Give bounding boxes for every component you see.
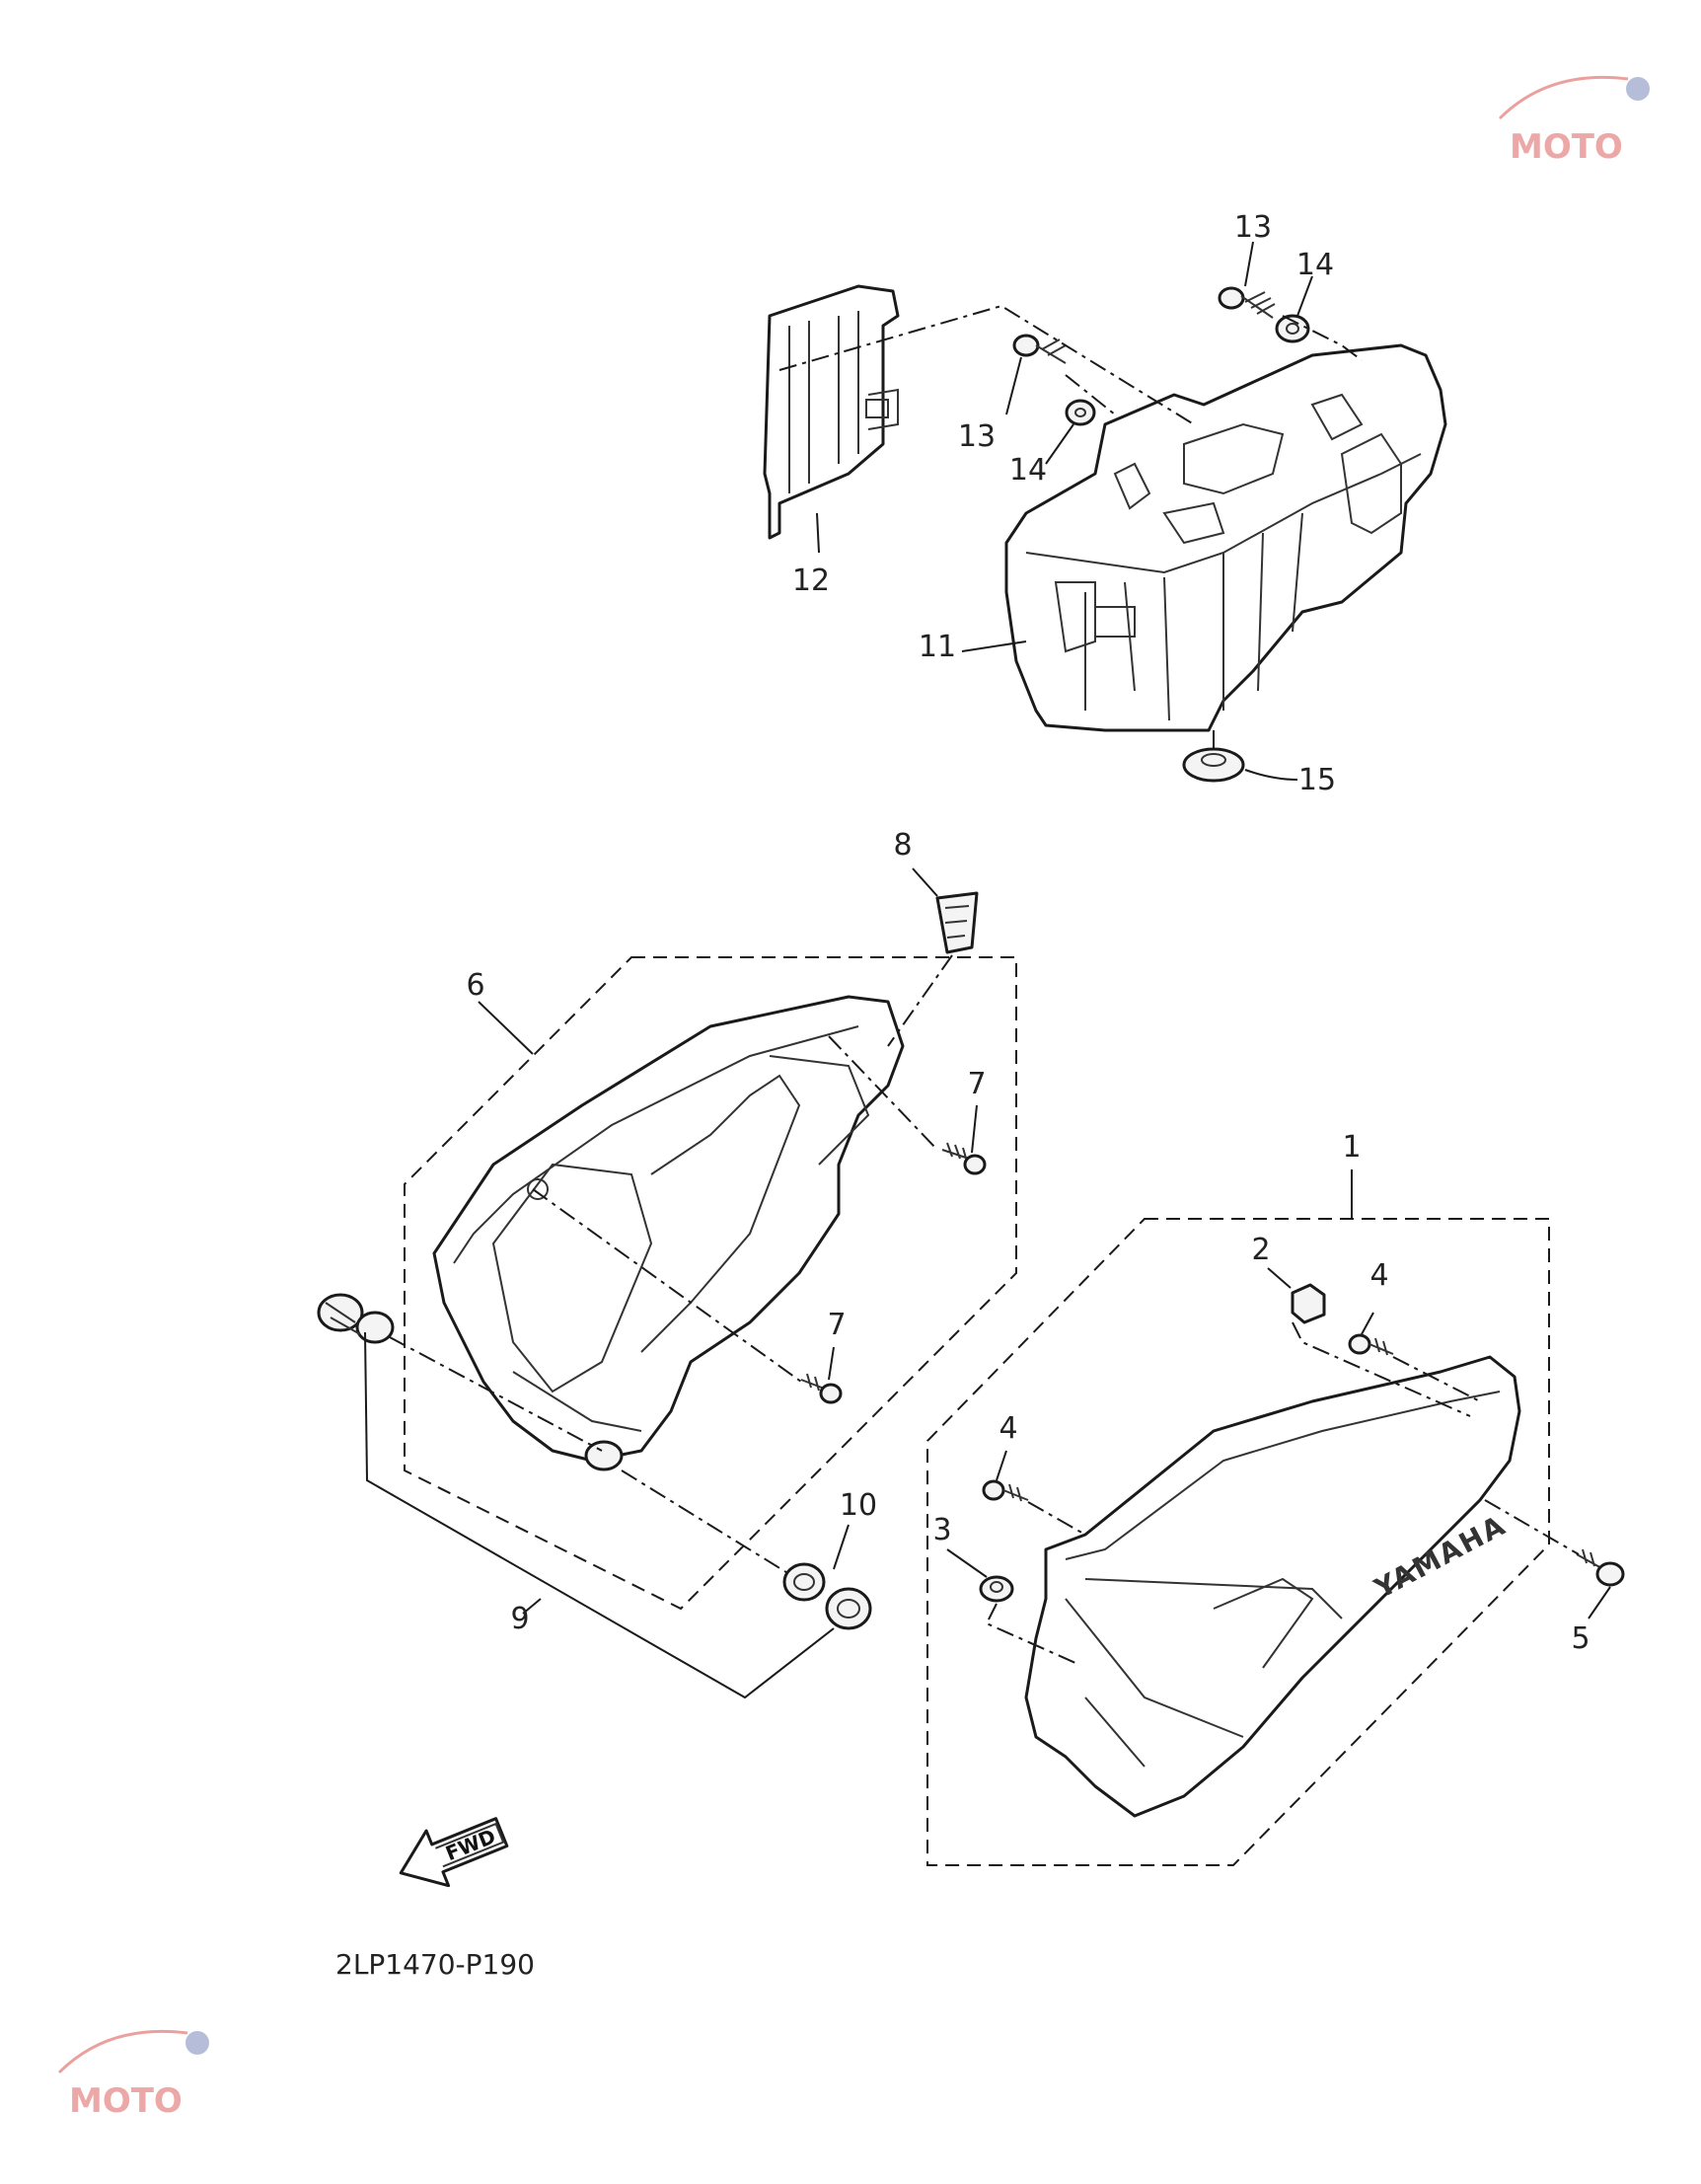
part-14-washer-upper xyxy=(1275,314,1310,343)
part-4-screw-upper xyxy=(1348,1333,1394,1356)
align-line-10 xyxy=(621,1469,790,1575)
callout-12: 12 xyxy=(792,564,830,598)
assembly-box-right xyxy=(926,1218,1550,1866)
align-line-13-14-upper xyxy=(1282,315,1363,361)
watermark-top-right: MOTO xyxy=(1498,75,1650,167)
callout-6: 6 xyxy=(466,968,484,1003)
align-line-4-upper xyxy=(1392,1356,1481,1402)
diagram-code: 2LP1470-P190 xyxy=(335,1948,535,1981)
part-13-bolt-upper xyxy=(1218,286,1276,319)
callout-4-upper: 4 xyxy=(1369,1258,1388,1293)
part-2-nut xyxy=(1291,1283,1326,1324)
align-line-7-upper xyxy=(828,1035,938,1151)
align-line-2 xyxy=(1292,1321,1471,1417)
watermark-text: MOTO xyxy=(1510,127,1623,167)
callout-4-lower: 4 xyxy=(998,1411,1017,1446)
callout-13-upper: 13 xyxy=(1234,210,1272,245)
part-6-left-panel xyxy=(432,995,905,1471)
part-4-screw-lower xyxy=(982,1479,1029,1502)
callout-11: 11 xyxy=(919,630,956,664)
part-7-screw-lower xyxy=(800,1373,843,1404)
watermark-text: MOTO xyxy=(69,2081,183,2121)
callout-7-upper: 7 xyxy=(967,1067,986,1101)
callout-9: 9 xyxy=(510,1602,529,1636)
callout-13-lower: 13 xyxy=(958,419,996,454)
part-9-grommet xyxy=(317,1293,395,1344)
part-12-bracket xyxy=(763,284,900,540)
part-11-battery-box xyxy=(1004,343,1447,732)
callout-3: 3 xyxy=(932,1513,951,1547)
align-line-7-lower xyxy=(532,1188,802,1383)
callout-2: 2 xyxy=(1251,1233,1270,1267)
part-8-clip xyxy=(935,891,979,954)
part-5-bolt xyxy=(1576,1548,1625,1587)
align-line-9 xyxy=(389,1336,603,1452)
part-13-bolt-lower xyxy=(1012,334,1067,364)
part-10-grommet xyxy=(782,1562,872,1630)
callout-15: 15 xyxy=(1298,763,1336,797)
align-line-4-lower xyxy=(1027,1501,1086,1536)
part-14-washer-lower xyxy=(1065,399,1096,426)
align-line-8 xyxy=(887,954,953,1047)
part-3-nut xyxy=(979,1575,1014,1603)
align-line-12-11 xyxy=(778,304,1195,425)
align-line-3 xyxy=(985,1603,1076,1664)
callout-8: 8 xyxy=(893,828,912,863)
callout-7-lower: 7 xyxy=(827,1308,846,1342)
callout-10: 10 xyxy=(840,1488,877,1523)
callout-14-lower: 14 xyxy=(1009,453,1047,488)
part-1-side-cover: YAMAHA xyxy=(1024,1355,1521,1818)
leader-lines xyxy=(364,241,1611,1699)
callout-1: 1 xyxy=(1342,1130,1361,1165)
assembly-box-left xyxy=(404,956,1017,1611)
part-15-grommet xyxy=(1182,730,1298,783)
align-line-13-14-lower xyxy=(1065,374,1116,415)
part-7-screw-upper xyxy=(941,1142,987,1175)
callout-5: 5 xyxy=(1571,1621,1590,1656)
watermark-bottom-left: MOTO xyxy=(57,2029,209,2121)
fwd-arrow-icon: FWD xyxy=(399,1817,509,1888)
callout-14-upper: 14 xyxy=(1296,248,1334,282)
